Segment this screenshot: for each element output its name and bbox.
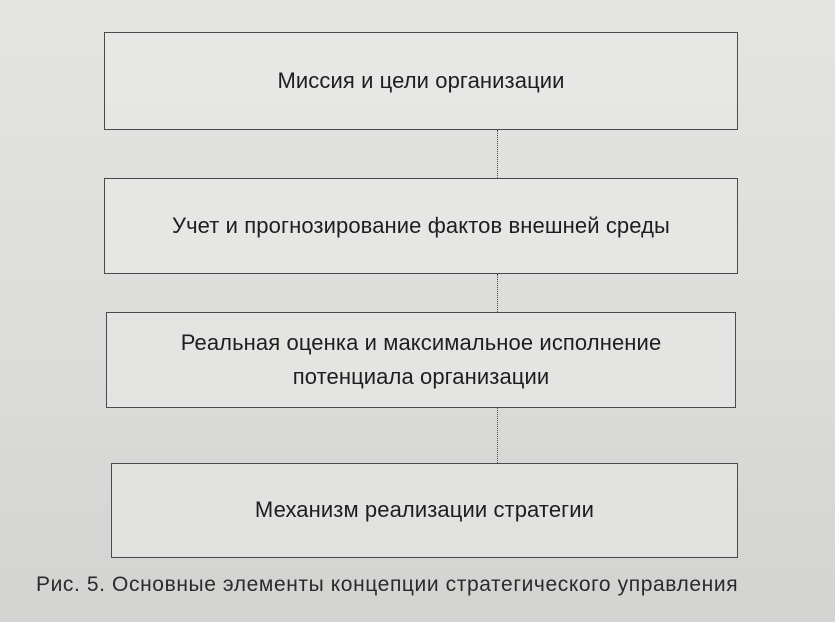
box-potential-assessment-label-line-1: Реальная оценка и максимальное исполнени…: [180, 329, 662, 355]
box-external-environment-label: Учет и прогнозирование фактов внешней ср…: [172, 212, 670, 238]
connector-1-2: [497, 130, 498, 178]
box-potential-assessment: Реальная оценка и максимальное исполнени…: [106, 312, 736, 408]
box-strategy-mechanism: Механизм реализации стратегии: [111, 463, 738, 558]
box-potential-assessment-label-line-2: потенциала организации: [292, 364, 550, 389]
box-external-environment: Учет и прогнозирование фактов внешней ср…: [104, 178, 738, 274]
box-mission-goals: Миссия и цели организации: [104, 32, 738, 130]
connector-3-4: [497, 408, 498, 463]
figure-caption: Рис. 5. Основные элементы концепции стра…: [36, 573, 739, 596]
box-mission-goals-label: Миссия и цели организации: [277, 67, 565, 93]
connector-2-3: [497, 274, 498, 312]
box-strategy-mechanism-label: Механизм реализации стратегии: [254, 497, 595, 523]
